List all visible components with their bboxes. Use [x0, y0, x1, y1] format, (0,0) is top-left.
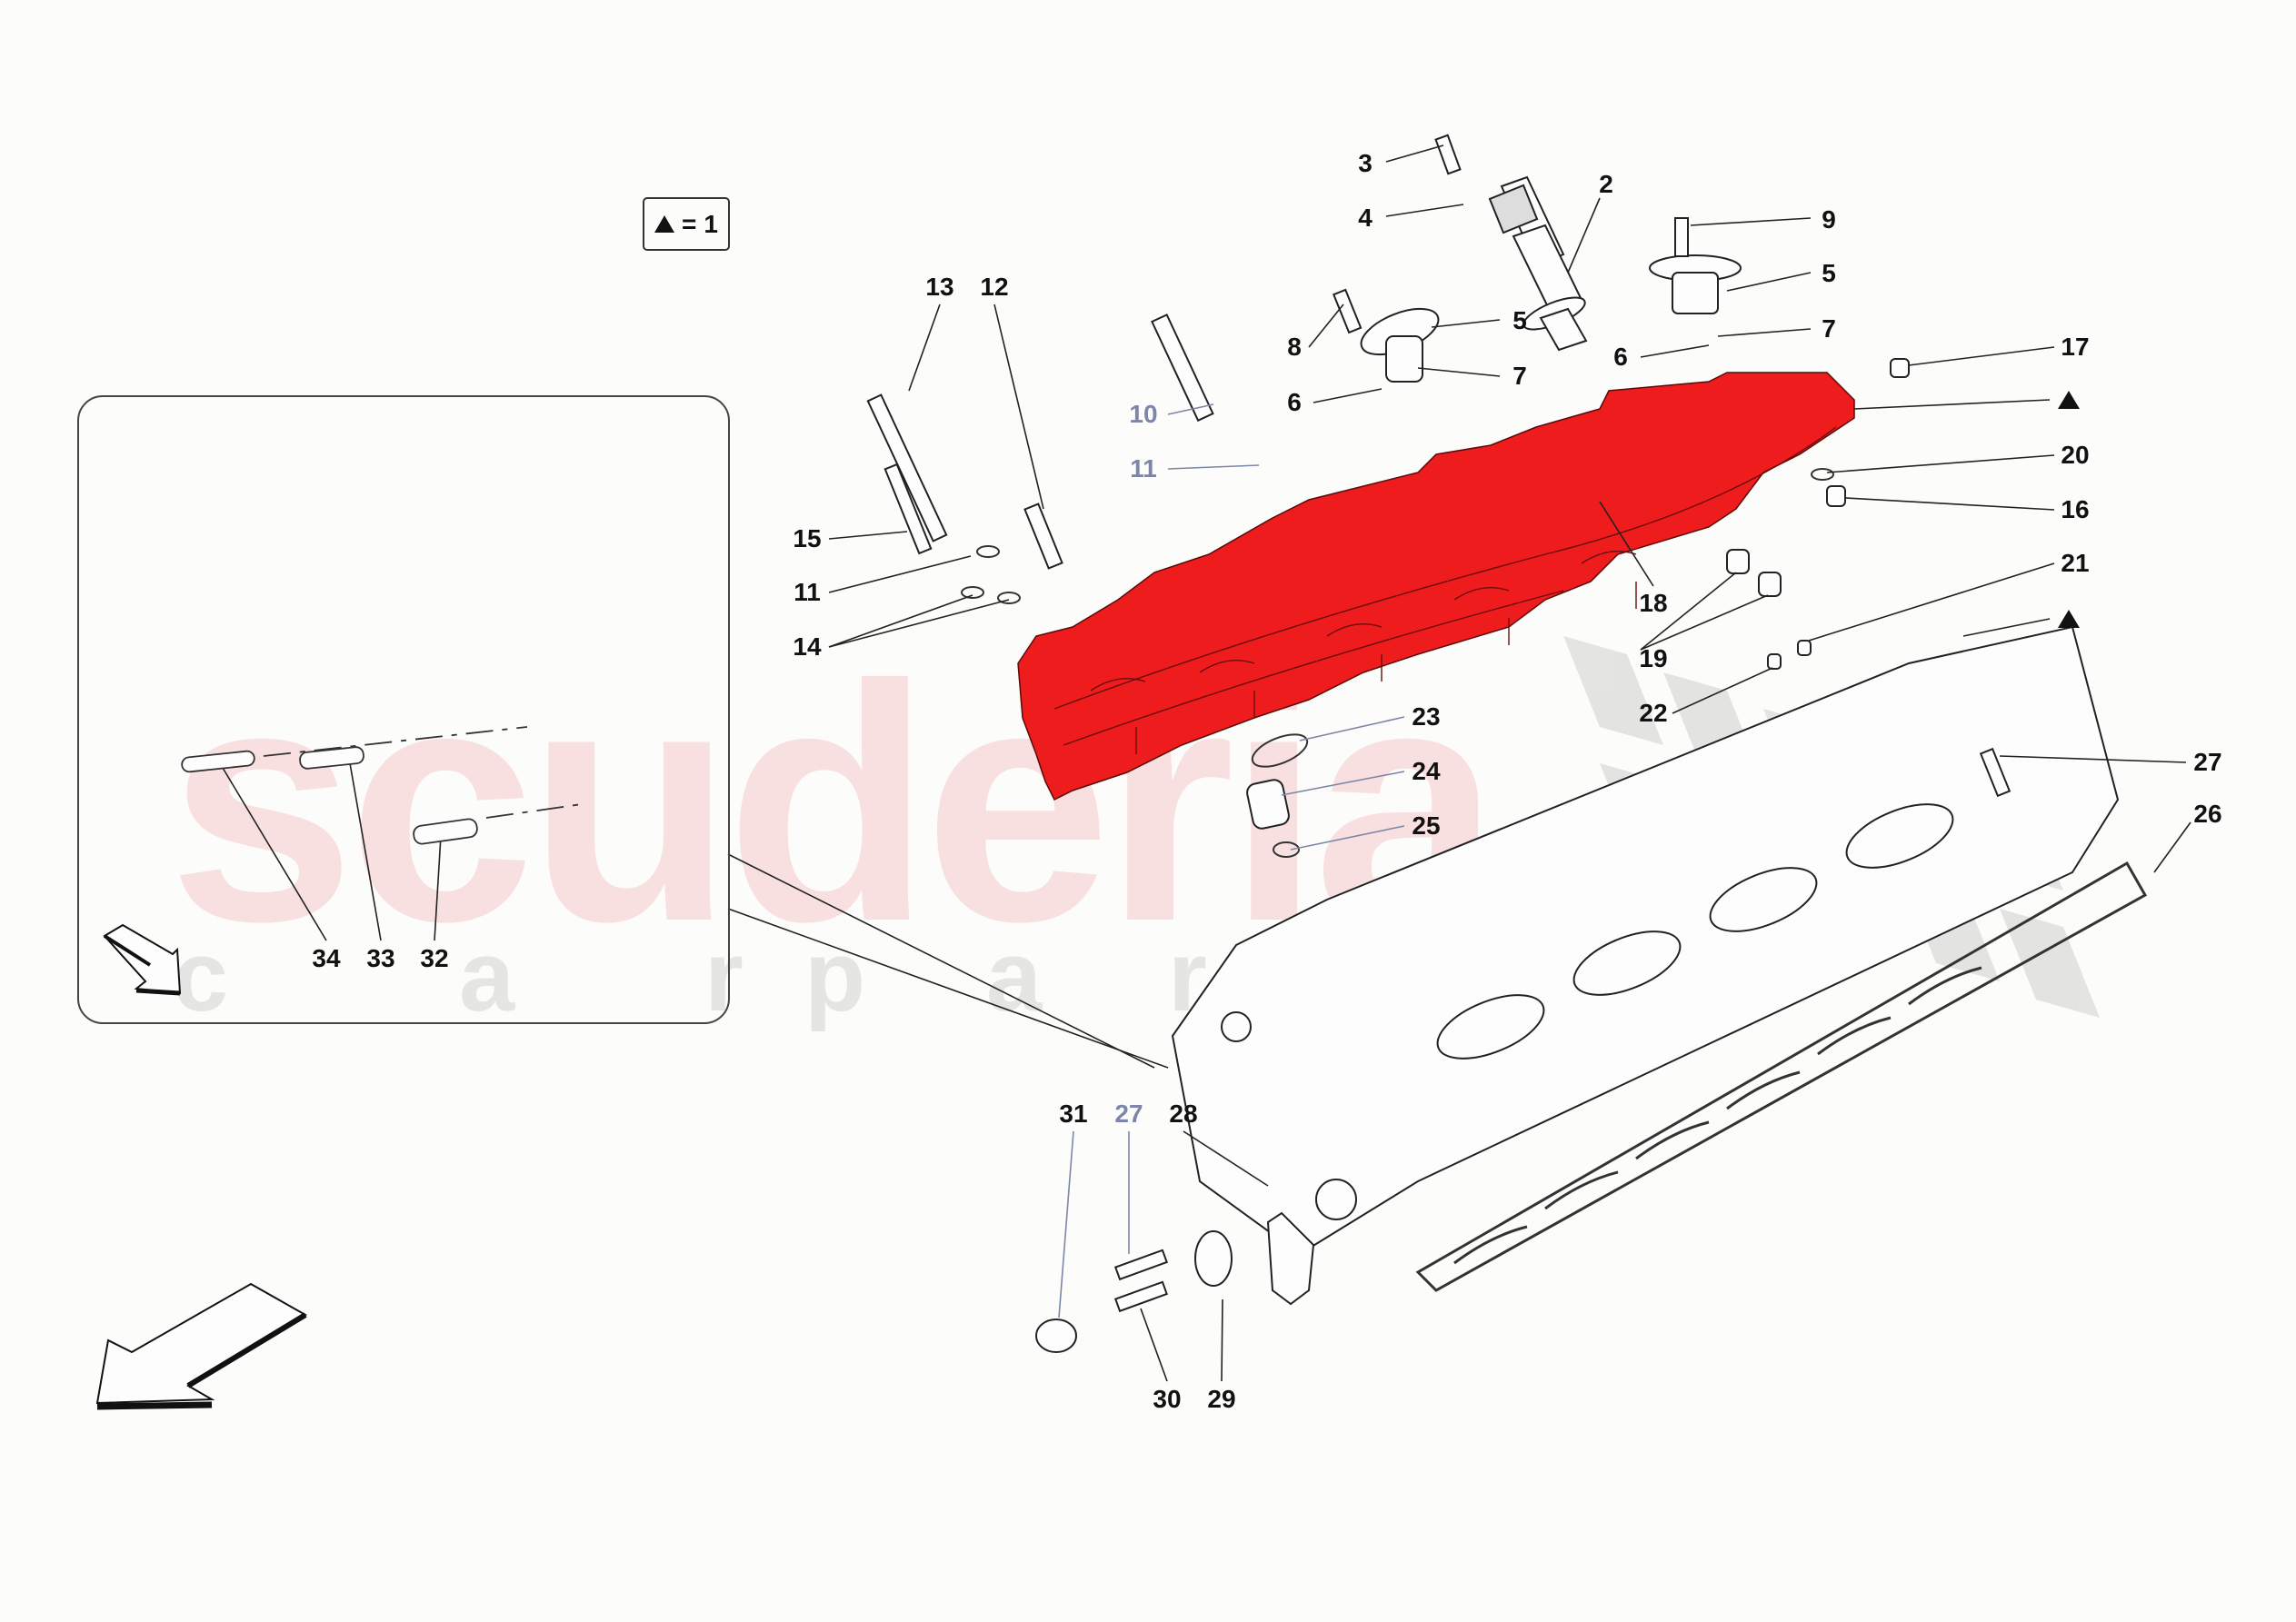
triangle-icon — [654, 215, 675, 233]
bolts — [866, 134, 2011, 798]
callout-17[interactable]: 17 — [2061, 333, 2090, 361]
callout-34[interactable]: 34 — [312, 944, 341, 972]
callout-5-right[interactable]: 5 — [1822, 259, 1836, 287]
callout-6-right[interactable]: 6 — [1613, 343, 1628, 371]
callout-16[interactable]: 16 — [2061, 495, 2090, 523]
legend-equals: = — [682, 209, 697, 238]
watermark-letter: a — [459, 920, 515, 1032]
legend-box: = 1 — [643, 197, 730, 251]
callout-11-upper[interactable]: 11 — [1130, 454, 1157, 483]
sleeves — [1246, 358, 1910, 830]
callout-20[interactable]: 20 — [2061, 441, 2090, 469]
leader-lines — [222, 144, 2191, 1382]
watermark-letter: a — [986, 920, 1043, 1032]
callout-10[interactable]: 10 — [1129, 400, 1158, 428]
callout-3[interactable]: 3 — [1358, 149, 1373, 177]
callout-8[interactable]: 8 — [1287, 333, 1302, 361]
actuator-left — [1360, 307, 1440, 383]
callout-7-right[interactable]: 7 — [1822, 314, 1836, 343]
camshaft-carrier-highlighted — [1017, 372, 1855, 801]
callout-23[interactable]: 23 — [1412, 702, 1441, 731]
callout-7-left[interactable]: 7 — [1512, 362, 1527, 390]
callout-28[interactable]: 28 — [1169, 1100, 1198, 1128]
callout-29[interactable]: 29 — [1207, 1385, 1236, 1413]
callout-11-lower[interactable]: 11 — [794, 578, 821, 606]
head-gasket — [1415, 861, 2148, 1292]
callout-31[interactable]: 31 — [1059, 1100, 1088, 1128]
watermark-letter: p — [804, 920, 866, 1032]
inset-direction-arrow — [103, 923, 182, 996]
callout-22[interactable]: 22 — [1639, 699, 1668, 727]
detail-inset-frame — [77, 395, 730, 1024]
main-direction-arrow — [95, 1282, 307, 1410]
oil-fitting-group — [1035, 1211, 1315, 1353]
actuator-right — [1649, 254, 1742, 314]
callout-19[interactable]: 19 — [1639, 644, 1668, 672]
callout-18[interactable]: 18 — [1639, 589, 1668, 617]
watermark-letter: c — [173, 920, 229, 1032]
callout-25[interactable]: 25 — [1412, 811, 1441, 840]
callout-21[interactable]: 21 — [2061, 549, 2090, 577]
callout-12[interactable]: 12 — [980, 273, 1009, 301]
callout-32[interactable]: 32 — [420, 944, 449, 972]
callout-6-left[interactable]: 6 — [1287, 388, 1302, 416]
cylinder-head-block — [1171, 625, 2120, 1256]
callout-27-right[interactable]: 27 — [2193, 748, 2222, 776]
inset-dowel-pins — [181, 726, 583, 845]
washers — [961, 468, 1834, 858]
triangle-marker-icon — [2058, 391, 2080, 409]
callout-15[interactable]: 15 — [793, 524, 822, 552]
callout-2[interactable]: 2 — [1599, 170, 1613, 198]
callout-13[interactable]: 13 — [925, 273, 954, 301]
callout-24[interactable]: 24 — [1412, 757, 1441, 785]
solenoid-valve — [1488, 175, 1588, 352]
callout-5-left[interactable]: 5 — [1512, 306, 1527, 334]
triangle-marker-icon — [2058, 610, 2080, 628]
callout-27-bottom[interactable]: 27 — [1114, 1100, 1143, 1128]
callout-26[interactable]: 26 — [2193, 800, 2222, 828]
callout-9[interactable]: 9 — [1822, 205, 1836, 234]
legend-value: 1 — [704, 209, 718, 238]
callout-14[interactable]: 14 — [793, 632, 822, 661]
callout-33[interactable]: 33 — [366, 944, 395, 972]
callout-4[interactable]: 4 — [1358, 204, 1373, 232]
callout-30[interactable]: 30 — [1153, 1385, 1182, 1413]
